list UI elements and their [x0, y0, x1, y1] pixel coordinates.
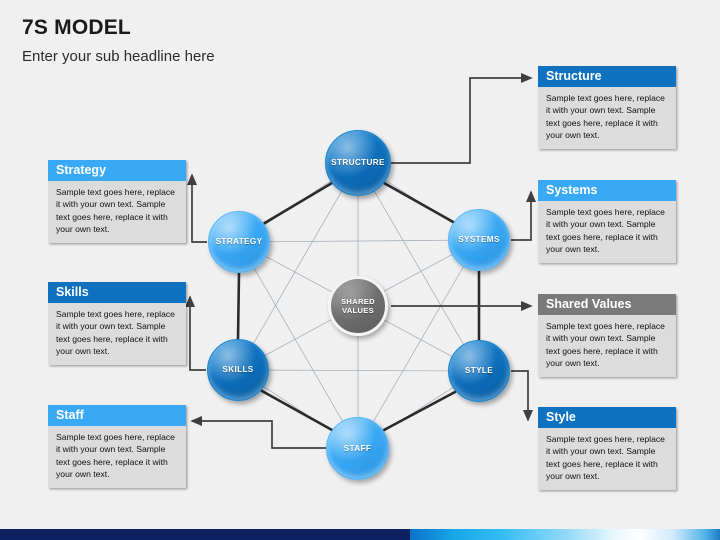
page-subtitle: Enter your sub headline here [22, 48, 215, 65]
callout-strategy-body: Sample text goes here, replace it with y… [56, 187, 175, 235]
node-staff[interactable]: STAFF [326, 417, 389, 480]
node-structure[interactable]: STRUCTURE [325, 130, 391, 196]
page-title: 7S MODEL [22, 16, 131, 39]
callout-structure-body: Sample text goes here, replace it with y… [546, 93, 665, 141]
callout-skills-header: Skills [48, 282, 186, 303]
callout-staff-body: Sample text goes here, replace it with y… [56, 432, 175, 480]
callout-systems-header: Systems [538, 180, 676, 201]
callout-structure[interactable]: Structure Sample text goes here, replace… [538, 66, 676, 149]
callout-style-header: Style [538, 407, 676, 428]
node-systems-label: SYSTEMS [458, 235, 500, 245]
footer-navy-segment [0, 529, 410, 540]
callout-skills-body: Sample text goes here, replace it with y… [56, 309, 175, 357]
leader-lines [184, 72, 537, 449]
node-structure-label: STRUCTURE [331, 158, 385, 168]
callout-strategy[interactable]: Strategy Sample text goes here, replace … [48, 160, 186, 243]
callout-staff-header: Staff [48, 405, 186, 426]
callout-staff[interactable]: Staff Sample text goes here, replace it … [48, 405, 186, 488]
callout-shared-values[interactable]: Shared Values Sample text goes here, rep… [538, 294, 676, 377]
node-skills[interactable]: SKILLS [207, 339, 269, 401]
callout-systems[interactable]: Systems Sample text goes here, replace i… [538, 180, 676, 263]
hexagon-outline [236, 181, 481, 432]
node-systems[interactable]: SYSTEMS [448, 209, 510, 271]
node-staff-label: STAFF [343, 443, 372, 453]
footer-gradient-segment [410, 529, 720, 540]
callout-shared-values-header: Shared Values [538, 294, 676, 315]
callout-skills[interactable]: Skills Sample text goes here, replace it… [48, 282, 186, 365]
callout-style-body: Sample text goes here, replace it with y… [546, 434, 665, 482]
callout-structure-header: Structure [538, 66, 676, 87]
callout-strategy-header: Strategy [48, 160, 186, 181]
callout-style[interactable]: Style Sample text goes here, replace it … [538, 407, 676, 490]
node-skills-label: SKILLS [222, 365, 254, 375]
callout-shared-values-body: Sample text goes here, replace it with y… [546, 321, 665, 369]
node-style[interactable]: STYLE [448, 340, 510, 402]
node-strategy[interactable]: STRATEGY [208, 211, 270, 273]
footer-bar [0, 529, 720, 540]
callout-systems-body: Sample text goes here, replace it with y… [546, 207, 665, 255]
node-strategy-label: STRATEGY [215, 237, 263, 247]
node-style-label: STYLE [464, 366, 494, 376]
